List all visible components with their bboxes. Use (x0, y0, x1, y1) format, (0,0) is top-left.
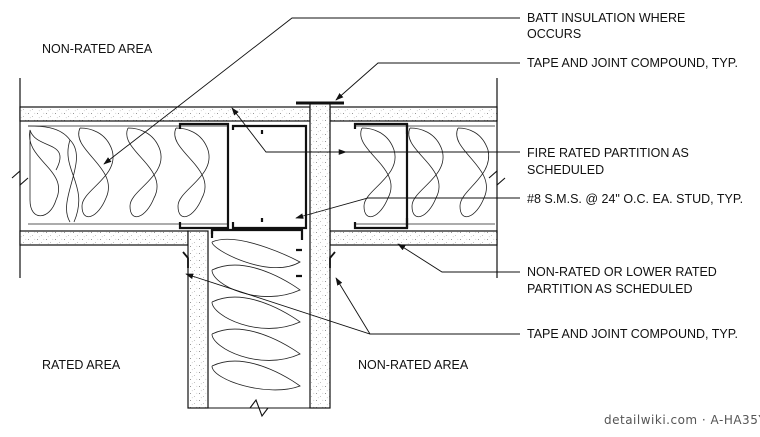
break-symbol-bottom (249, 398, 269, 418)
leader-non-rated (397, 243, 520, 273)
horizontal-wall (11, 78, 506, 278)
callout-non-rated: NON-RATED OR LOWER RATED PARTITION AS SC… (527, 265, 717, 296)
watermark: detailwiki.com · A-HA35Y (604, 413, 760, 427)
leader-tape-bottom-right (335, 277, 371, 335)
callout-batt: BATT INSULATION WHERE OCCURS (527, 11, 685, 41)
gypsum-board-top-right (329, 106, 498, 122)
vertical-wall (182, 101, 344, 418)
area-label-bottom-left: RATED AREA (42, 358, 121, 372)
leader-tape-bottom-left (185, 273, 520, 335)
corner-tape-left (182, 251, 189, 268)
callout-non-rated-line-2: PARTITION AS SCHEDULED (527, 282, 693, 296)
callout-tape-top: TAPE AND JOINT COMPOUND, TYP. (527, 56, 738, 70)
gypsum-board-vertical-left (187, 230, 209, 409)
area-label-top-left: NON-RATED AREA (42, 42, 153, 56)
gypsum-board-top-left (19, 106, 311, 122)
leader-batt (103, 17, 520, 165)
callout-fire-rated-line-2: SCHEDULED (527, 163, 604, 177)
gypsum-board-vertical-right (309, 102, 331, 409)
leader-sms (295, 197, 520, 219)
break-symbol-left (11, 169, 29, 187)
callout-sms: #8 S.M.S. @ 24" O.C. EA. STUD, TYP. (527, 192, 743, 206)
callout-batt-line-1: BATT INSULATION WHERE (527, 11, 685, 25)
batt-insulation-vertical (211, 239, 301, 391)
callout-fire-rated: FIRE RATED PARTITION AS SCHEDULED (527, 146, 689, 177)
leader-tape-top (335, 62, 520, 101)
corner-tape-right (329, 251, 336, 268)
callout-batt-line-2: OCCURS (527, 27, 581, 41)
break-symbol-right (488, 169, 506, 187)
leaders (103, 17, 520, 335)
gypsum-board-bottom-left (19, 230, 189, 246)
callout-non-rated-line-1: NON-RATED OR LOWER RATED (527, 265, 717, 279)
callout-tape-bottom: TAPE AND JOINT COMPOUND, TYP. (527, 327, 738, 341)
area-label-bottom-right: NON-RATED AREA (358, 358, 469, 372)
batt-insulation-right (355, 125, 495, 225)
studs-horizontal-wall (178, 122, 409, 230)
callout-fire-rated-line-1: FIRE RATED PARTITION AS (527, 146, 689, 160)
gypsum-board-bottom-right (329, 230, 498, 246)
batt-insulation-left (27, 125, 229, 225)
